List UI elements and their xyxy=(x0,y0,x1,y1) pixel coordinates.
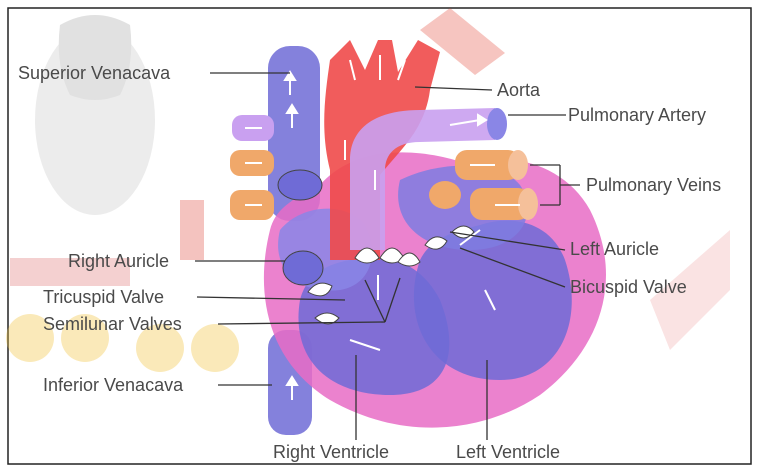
label-inferior-venacava: Inferior Venacava xyxy=(43,376,183,394)
label-right-ventricle: Right Ventricle xyxy=(273,443,389,461)
label-bicuspid-valve: Bicuspid Valve xyxy=(570,278,687,296)
label-semilunar-valves: Semilunar Valves xyxy=(43,315,182,333)
label-pulmonary-artery: Pulmonary Artery xyxy=(568,106,706,124)
label-tricuspid-valve: Tricuspid Valve xyxy=(43,288,164,306)
label-left-auricle: Left Auricle xyxy=(570,240,659,258)
label-aorta: Aorta xyxy=(497,81,540,99)
label-left-ventricle: Left Ventricle xyxy=(456,443,560,461)
label-right-auricle: Right Auricle xyxy=(68,252,169,270)
label-pulmonary-veins: Pulmonary Veins xyxy=(586,176,721,194)
label-superior-venacava: Superior Venacava xyxy=(18,64,170,82)
